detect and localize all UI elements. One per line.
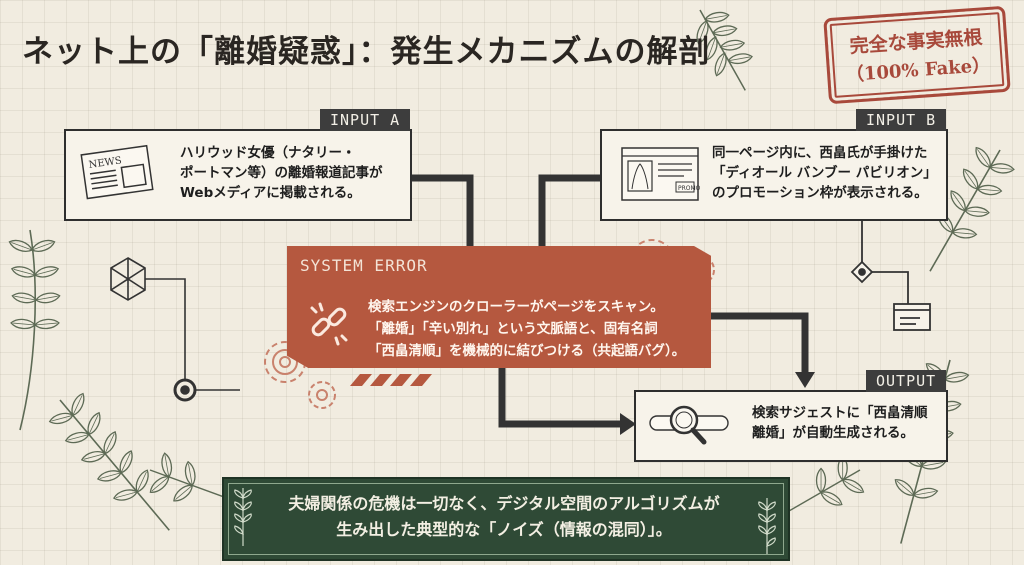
terminal-icon [850, 218, 931, 331]
laurel-right-icon [758, 498, 776, 554]
fern-top-icon [693, 9, 754, 91]
output-text: 検索サジェストに「西畠清順 離婚」が自動生成される。 [752, 403, 928, 443]
output-line: 検索サジェストに「西畠清順 [752, 405, 928, 421]
flow-arrows [408, 174, 809, 428]
network-node-icon [110, 257, 240, 402]
input-b-line: 同一ページ内に、西畠氏が手掛けた [712, 145, 928, 161]
conclusion-line: 生み出した典型的な「ノイズ（情報の混同）」。 [336, 520, 672, 539]
system-error-line: 「西畠清順」を機械的に結びつける（共起語バグ）。 [368, 343, 686, 359]
fern-bottom-left-2-icon [146, 451, 235, 505]
fern-bottom-left-icon [47, 391, 170, 531]
input-a-tag: INPUT A [320, 109, 411, 131]
input-b-line: 「ディオール バンブー パビリオン」 [712, 165, 937, 181]
webpage-icon: PROMO [621, 147, 701, 201]
conclusion-box [222, 477, 790, 561]
input-b-tag: INPUT B [856, 109, 947, 131]
broken-link-icon [310, 302, 348, 346]
input-a-line: ハリウッド女優（ナタリー・ [180, 145, 356, 161]
conclusion-text: 夫婦関係の危機は一切なく、デジタル空間のアルゴリズムが 生み出した典型的な「ノイ… [262, 491, 746, 543]
conclusion-line: 夫婦関係の危機は一切なく、デジタル空間のアルゴリズムが [288, 494, 720, 513]
input-a-text: ハリウッド女優（ナタリー・ ポートマン等）の離婚報道記事が Webメディアに掲載… [180, 143, 383, 203]
page-title: ネット上の「離婚疑惑」：発生メカニズムの解剖 [22, 34, 711, 70]
newspaper-label: NEWS [88, 155, 123, 171]
input-b-text: 同一ページ内に、西畠氏が手掛けた 「ディオール バンブー パビリオン」 のプロモ… [712, 143, 937, 203]
input-b-line: のプロモーション枠が表示される。 [712, 185, 928, 201]
system-error-line: 「離婚」「辛い別れ」という文脈語と、固有名詞 [368, 321, 658, 337]
laurel-left-icon [234, 488, 252, 546]
system-error-text: 検索エンジンのクローラーがページをスキャン。 「離婚」「辛い別れ」という文脈語と… [368, 296, 685, 362]
input-a-line: Webメディアに掲載される。 [180, 185, 361, 201]
search-icon [649, 405, 729, 445]
newspaper-icon: NEWS [80, 144, 154, 200]
output-tag: OUTPUT [866, 370, 947, 392]
fern-left-icon [7, 229, 62, 431]
input-a-line: ポートマン等）の離婚報道記事が [180, 165, 383, 181]
fern-bottom-center-icon [781, 455, 867, 516]
system-error-tag: SYSTEM ERROR [300, 256, 428, 275]
system-error-line: 検索エンジンのクローラーがページをスキャン。 [368, 299, 664, 315]
output-line: 離婚」が自動生成される。 [752, 425, 914, 441]
fake-stamp: 完全な事実無根 （100% Fake） [823, 5, 1011, 105]
system-error-panel [287, 246, 711, 368]
fern-right-icon [929, 144, 1015, 272]
webpage-label: PROMO [678, 185, 701, 192]
input-a-box [64, 129, 412, 221]
